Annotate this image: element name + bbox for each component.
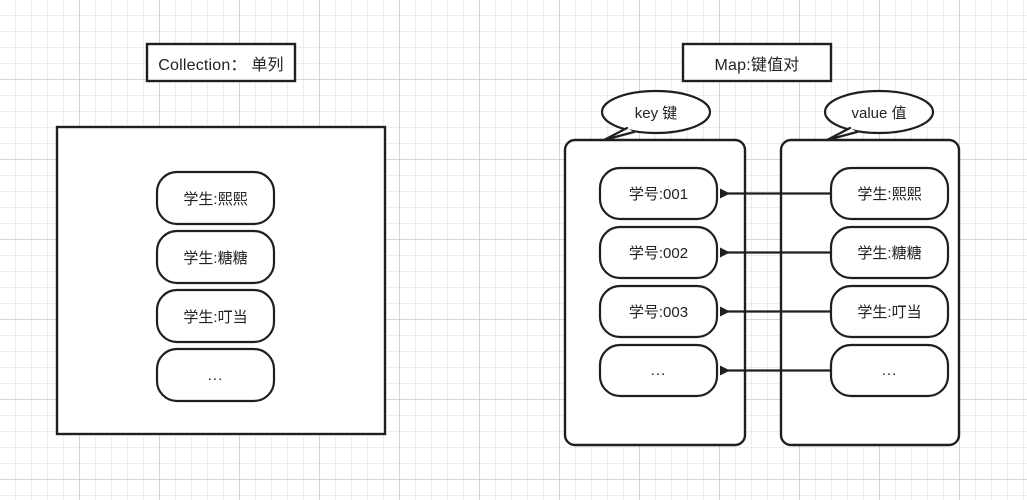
- collection-pill-1: [155, 170, 276, 226]
- value-pill-3: [829, 284, 950, 339]
- key-callout-tail: [602, 126, 636, 142]
- collection-pill-2: [155, 229, 276, 285]
- value-callout-tail: [825, 126, 859, 142]
- collection-pill-3: [155, 288, 276, 344]
- key-pill-3: [598, 284, 719, 339]
- key-pill-4: [598, 343, 719, 398]
- value-pill-1: [829, 166, 950, 221]
- collection-title-box: [145, 42, 297, 83]
- collection-pill-4: [155, 347, 276, 403]
- value-pill-4: [829, 343, 950, 398]
- value-pill-2: [829, 225, 950, 280]
- map-title-box: [681, 42, 833, 83]
- key-pill-2: [598, 225, 719, 280]
- value-callout-bubble: [823, 89, 935, 135]
- key-callout-bubble: [600, 89, 712, 135]
- key-pill-1: [598, 166, 719, 221]
